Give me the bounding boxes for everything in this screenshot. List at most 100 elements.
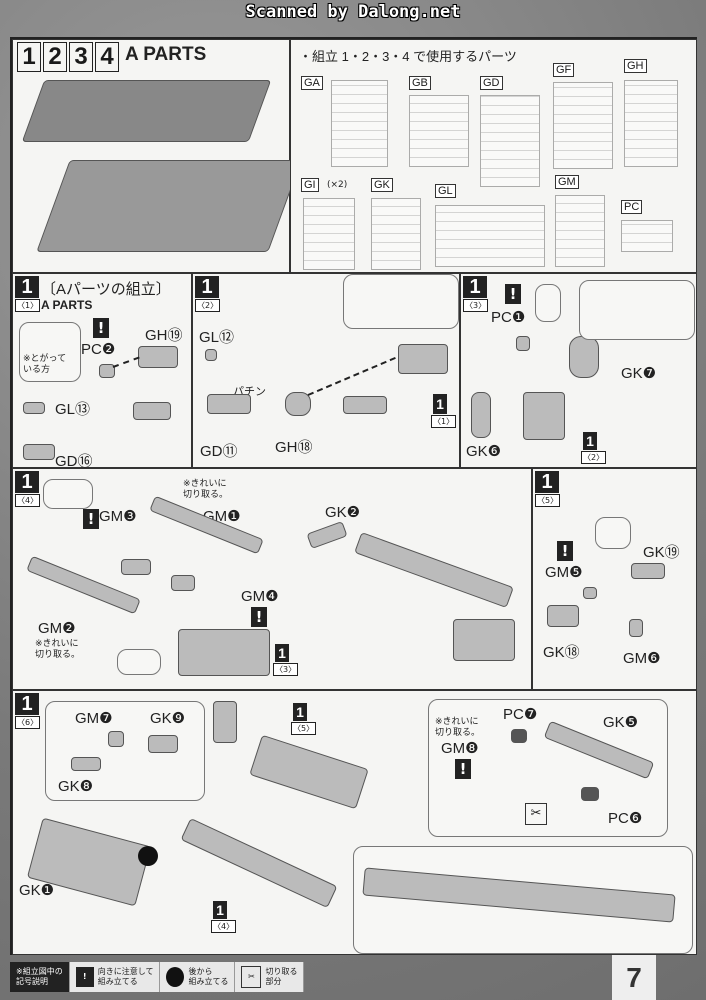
part-gd11 bbox=[207, 394, 251, 414]
ref-step-sub: 〈5〉 bbox=[291, 722, 317, 735]
ref-step-number: 1 bbox=[213, 901, 227, 919]
sprue-pc bbox=[621, 220, 673, 252]
part-gk9 bbox=[148, 735, 178, 753]
part-label: GM❺ bbox=[545, 564, 583, 581]
part-gh18 bbox=[285, 392, 311, 416]
part-gk2 bbox=[306, 520, 348, 550]
part-label: GK❾ bbox=[150, 710, 186, 727]
exclamation-icon: ! bbox=[455, 759, 471, 779]
part-assembly-long bbox=[354, 531, 514, 609]
part-gk19 bbox=[631, 563, 665, 579]
step-sub: 〈3〉 bbox=[463, 299, 489, 312]
part-label: GL⑬ bbox=[55, 401, 91, 418]
part-label: GM❼ bbox=[75, 710, 113, 727]
legend-text: 切り取る 部分 bbox=[265, 967, 298, 986]
snap-sound-text: パチン bbox=[233, 385, 266, 398]
watermark: Scanned by Dalong.net bbox=[245, 2, 461, 22]
sprue-tag-pc: PC bbox=[621, 200, 643, 214]
sprue-tag-gm: GM bbox=[555, 175, 579, 189]
ref-step-number: 1 bbox=[275, 644, 289, 662]
step-1-2-panel: 1 〈2〉 GL⑫ パチン GD⑪ GH⑱ 1 〈1〉 bbox=[192, 273, 460, 468]
legend-text: 後から 組み立てる bbox=[188, 967, 229, 986]
ref-step-sub: 〈4〉 bbox=[211, 920, 237, 933]
sprue-tag-gb: GB bbox=[409, 76, 431, 90]
step-title: 〔Aパーツの組立〕 bbox=[41, 281, 171, 298]
part-pc1 bbox=[516, 336, 530, 351]
step-number: 1 bbox=[195, 276, 219, 298]
part-gm4 bbox=[171, 575, 195, 591]
part-label: PC❼ bbox=[503, 706, 538, 723]
sprue-gh bbox=[624, 80, 678, 167]
step-sub: 〈1〉 bbox=[15, 299, 41, 312]
part-base bbox=[343, 396, 387, 414]
legend-text: 向きに注意して 組み立てる bbox=[97, 967, 154, 986]
section-title: A PARTS bbox=[125, 44, 207, 65]
part-label: GM❻ bbox=[623, 650, 661, 667]
ref-step-sub: 〈3〉 bbox=[273, 663, 299, 676]
part-gm6 bbox=[629, 619, 643, 637]
step-1: 1 bbox=[17, 42, 41, 72]
step-1-6-panel: 1 〈6〉 GM❼ GK❾ GK❽ GK❶ 1 〈5〉 1 〈4〉 ※きれいに … bbox=[12, 690, 697, 955]
sprue-gk bbox=[371, 198, 421, 270]
sprue-tag-gh: GH bbox=[624, 59, 647, 73]
part-gm7 bbox=[108, 731, 124, 747]
sprue-gi bbox=[303, 198, 355, 270]
part-label: GK❺ bbox=[603, 714, 639, 731]
symbol-legend: ※組立図中の 記号説明 !向きに注意して 組み立てる 後から 組み立てる ✂切り… bbox=[10, 962, 305, 992]
circle-later-icon bbox=[138, 846, 158, 866]
detail-callout bbox=[535, 284, 561, 322]
sprue-ga bbox=[331, 80, 388, 167]
step-number: 1 bbox=[15, 471, 39, 493]
ref-step-sub: 〈2〉 bbox=[581, 451, 607, 464]
sprue-gd bbox=[480, 95, 540, 187]
note-pointed-side: ※とがって いる方 bbox=[23, 354, 67, 375]
step-number: 1 bbox=[535, 471, 559, 493]
note-cut-clean: ※きれいに 切り取る。 bbox=[35, 639, 81, 660]
part-label: GH⑱ bbox=[275, 439, 313, 456]
part-label: GK❻ bbox=[466, 443, 502, 460]
exclamation-icon: ! bbox=[75, 967, 94, 987]
step-number: 1 bbox=[15, 276, 39, 298]
step-1-4-panel: 1 〈4〉 ! GM❸ ※きれいに 切り取る。 GM❶ GM❷ ※きれいに 切り… bbox=[12, 468, 532, 690]
part-gh19 bbox=[138, 346, 178, 368]
part-assembly bbox=[398, 344, 448, 374]
sprue-gb bbox=[409, 95, 469, 167]
legend-item: 後から 組み立てる bbox=[160, 962, 236, 992]
dashed-arrow bbox=[307, 356, 396, 396]
part-label: GM❽ bbox=[441, 740, 479, 757]
part-gm3 bbox=[121, 559, 151, 575]
detail-callout bbox=[117, 649, 161, 675]
sprue-gf bbox=[553, 82, 613, 169]
step-sub: 〈6〉 bbox=[15, 716, 41, 729]
step-subtitle: A PARTS bbox=[41, 298, 93, 312]
ref-step-sub: 〈1〉 bbox=[431, 415, 457, 428]
step-number: 1 bbox=[15, 693, 39, 715]
part-assembly bbox=[178, 629, 270, 676]
circle-later-icon bbox=[166, 967, 185, 987]
detail-callout bbox=[43, 479, 93, 509]
detail-callout bbox=[343, 274, 459, 329]
nipper-icon: ✂ bbox=[525, 803, 547, 825]
note-cut-clean: ※きれいに 切り取る。 bbox=[435, 717, 481, 738]
detail-callout bbox=[579, 280, 695, 340]
step-1-3-panel: 1 〈3〉 ! PC❶ GK❼ GK❻ 1 〈2〉 bbox=[460, 273, 697, 468]
part-label: GM❸ bbox=[99, 508, 137, 525]
dashed-arrow bbox=[112, 356, 140, 368]
step-sub: 〈2〉 bbox=[195, 299, 221, 312]
nipper-icon: ✂ bbox=[241, 966, 262, 988]
ref-step-number: 1 bbox=[293, 703, 307, 721]
part-label: GK⑱ bbox=[543, 644, 580, 661]
detail-callout-gk9 bbox=[45, 701, 205, 801]
part-gk7 bbox=[569, 336, 599, 378]
exclamation-icon: ! bbox=[505, 284, 521, 304]
page-number: 7 bbox=[612, 955, 656, 1000]
step-3: 3 bbox=[69, 42, 93, 72]
step-1-1-panel: 1 〈1〉 〔Aパーツの組立〕 A PARTS ※とがって いる方 ! GH⑲ … bbox=[12, 273, 192, 470]
step-2: 2 bbox=[43, 42, 67, 72]
sprue-gm bbox=[555, 195, 605, 267]
parts-used-panel: ・組立 1・2・3・4 で使用するパーツ GA GB GD GF GH GI (… bbox=[290, 39, 697, 273]
part-assembly bbox=[133, 402, 171, 420]
part-label: GK⑲ bbox=[643, 544, 680, 561]
part-label: PC❷ bbox=[81, 341, 116, 358]
